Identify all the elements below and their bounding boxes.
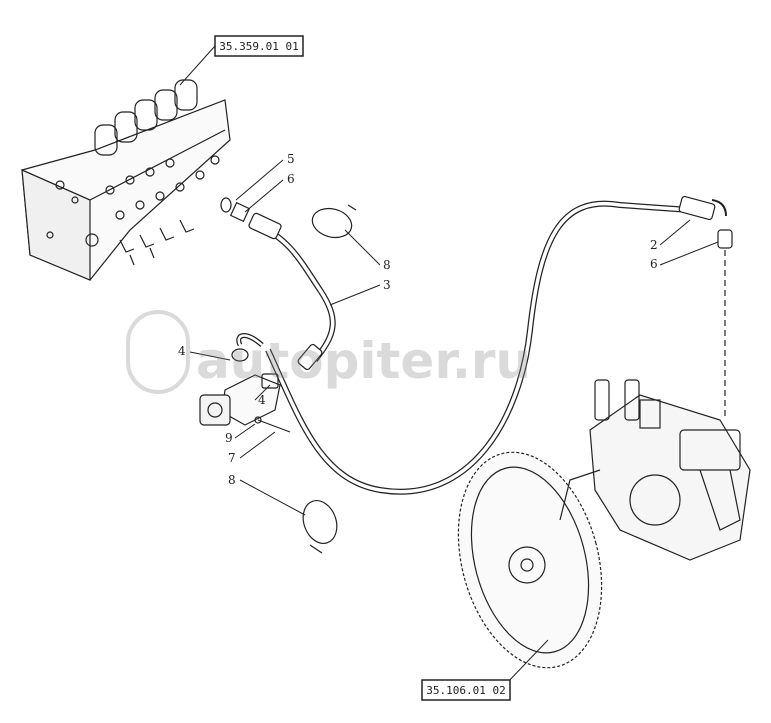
callout-6-right: 6 [650,257,658,271]
callout-2: 2 [650,238,658,252]
clamp-8-lower [302,500,338,554]
pump-flywheel-assembly [457,379,751,669]
callout-8-upper: 8 [383,258,391,272]
callout-8-lower: 8 [228,473,236,487]
callout-5: 5 [287,152,295,166]
watermark-text: autopiter.ru [196,332,531,390]
callout-labels: 5 6 8 3 2 6 4 4 9 7 8 [178,152,658,487]
hose-lower-loop [236,333,264,347]
watermark: autopiter.ru [126,310,531,394]
control-valve-block [21,79,231,281]
callout-3: 3 [383,278,391,292]
hose-2-long [265,195,727,495]
callout-4-upper: 4 [178,344,186,358]
fitting-6-right [717,229,733,420]
callout-9: 9 [225,431,233,445]
reference-box-top: 35.359.01 01 [214,35,304,57]
callout-4-lower: 4 [258,393,266,407]
callout-7: 7 [228,451,236,465]
leader-lines [179,45,719,686]
clamp-8-upper [311,204,357,239]
fitting-5-6-upper [220,197,251,223]
reference-top-label: 35.359.01 01 [219,40,298,53]
callout-6-upper: 6 [287,172,295,186]
solenoid-valve [199,348,291,433]
reference-box-bottom: 35.106.01 02 [421,679,511,701]
hose-3 [248,212,336,371]
reference-bottom-label: 35.106.01 02 [426,684,505,697]
